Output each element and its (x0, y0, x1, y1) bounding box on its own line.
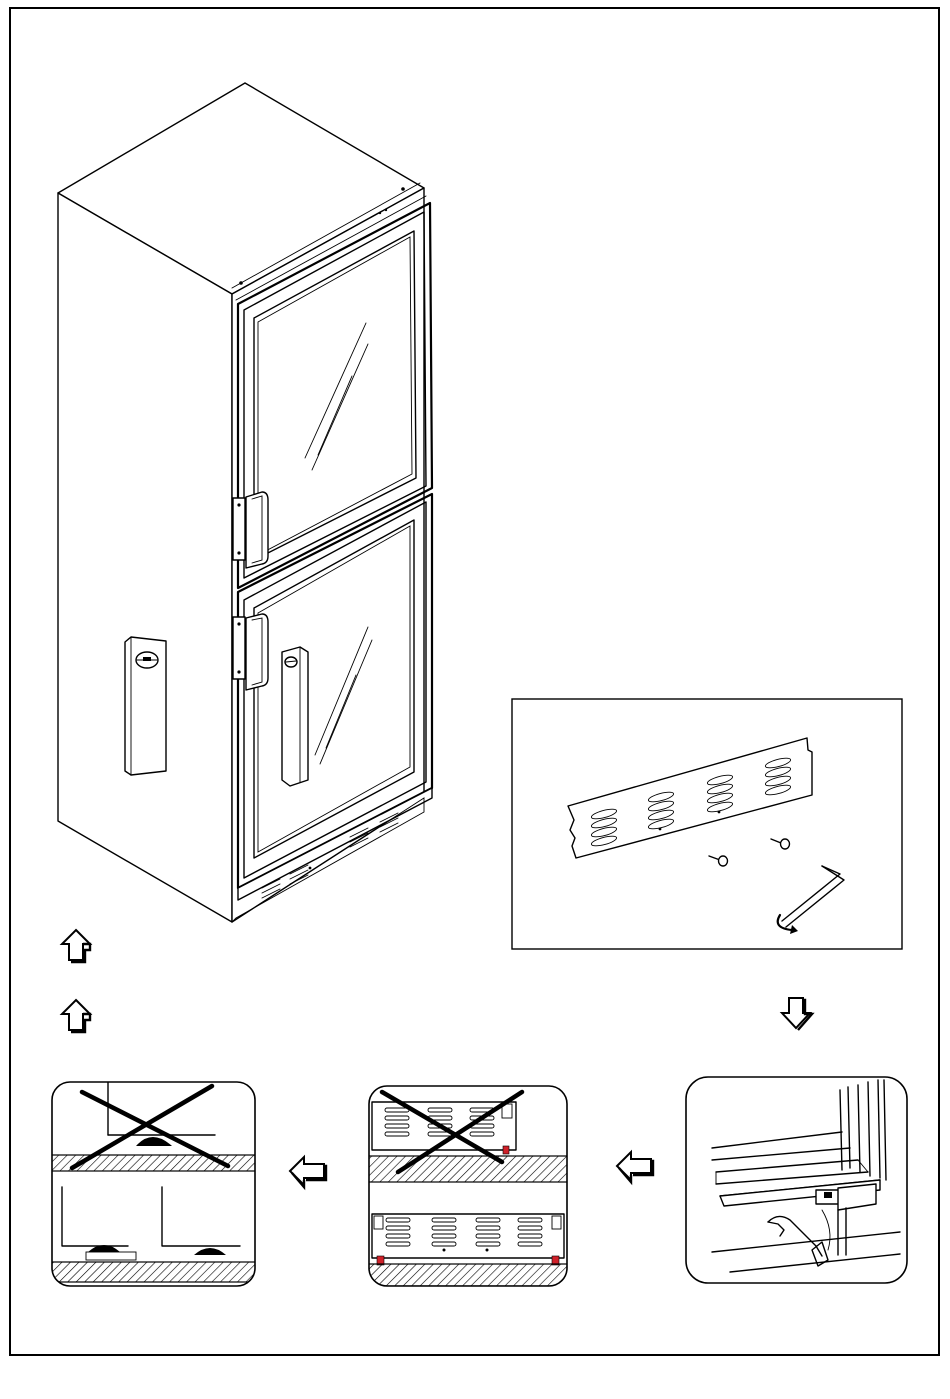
arrow-up-icon (62, 930, 90, 962)
arrow-down-icon (782, 998, 812, 1030)
kit-parts-frame (512, 699, 902, 949)
step-hinge-illustration (686, 1077, 907, 1283)
arrow-left-icon (290, 1157, 326, 1187)
kit-parts-illustration (512, 699, 902, 949)
step-feet-illustration (48, 1082, 260, 1286)
arrow-up-icon (62, 1000, 90, 1032)
arrow-left-icon (617, 1152, 653, 1182)
step-grille-illustration (365, 1086, 571, 1286)
cabinet-illustration (58, 83, 432, 922)
